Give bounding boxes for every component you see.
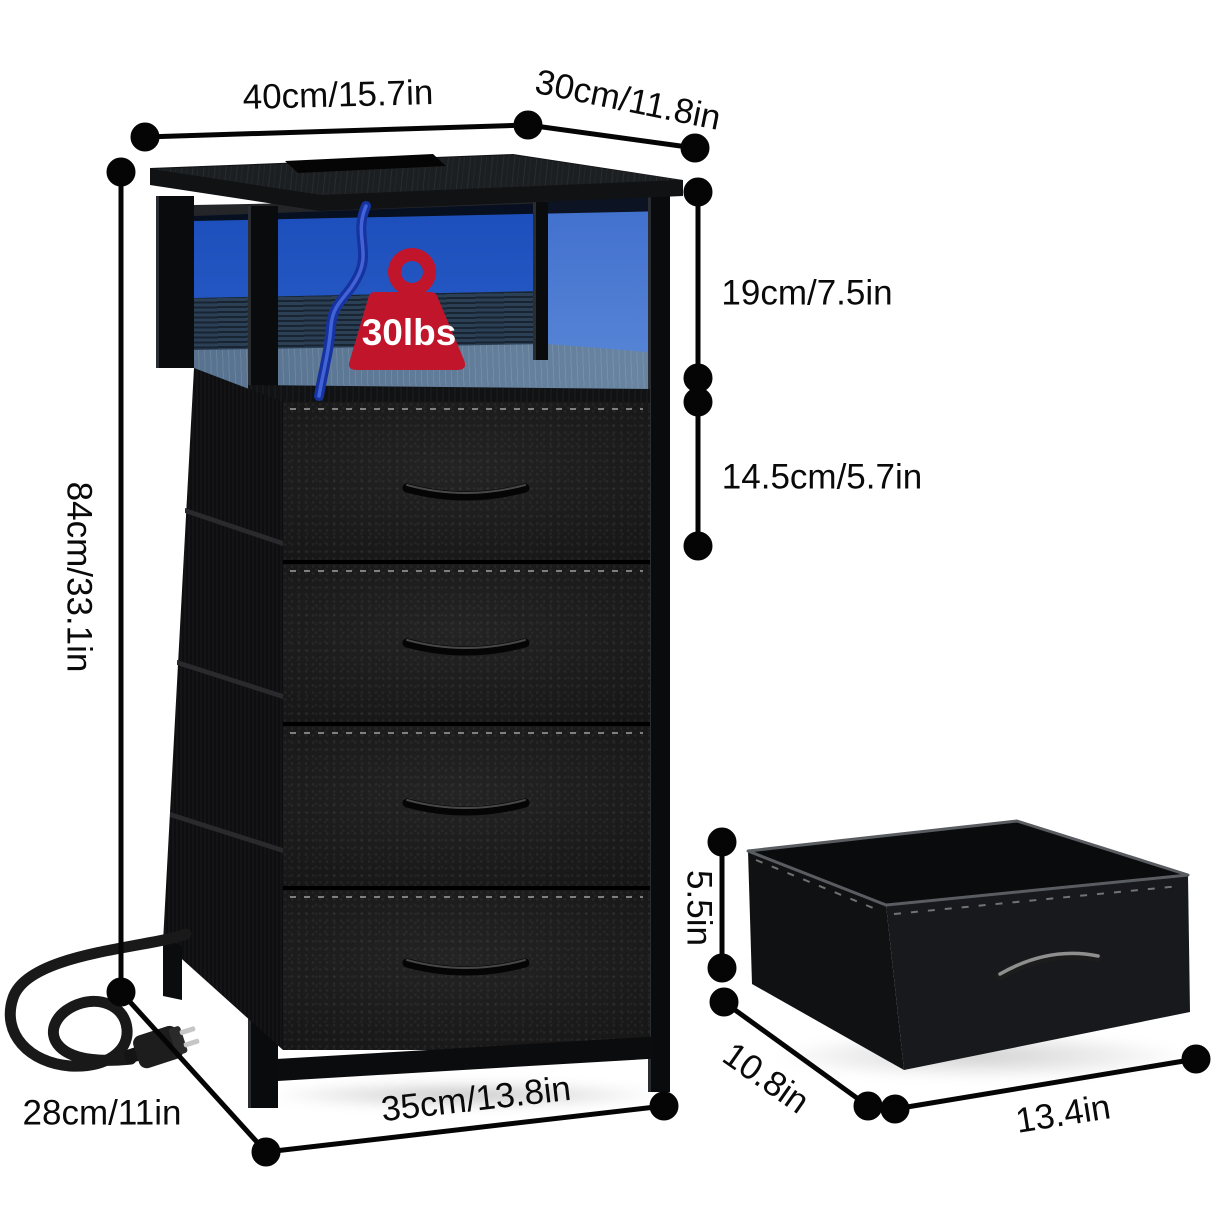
dimension-line-shelf-height — [683, 177, 713, 393]
dimension-line-top-width — [130, 110, 543, 152]
dimension-label-base-depth: 28cm/11in — [22, 1093, 182, 1133]
dimension-label-drawer-height: 14.5cm/5.7in — [721, 457, 923, 497]
weight-capacity-icon: 30lbs — [348, 248, 466, 370]
dimension-line-base-depth — [119, 990, 281, 1167]
frame-post-back-right — [533, 202, 548, 360]
box-stitching — [755, 859, 1181, 915]
dimension-line-total-height — [106, 157, 136, 1007]
dimension-lines — [106, 110, 1211, 1167]
weight-capacity-label: 30lbs — [362, 312, 457, 353]
dimension-line-base-width — [265, 1091, 679, 1155]
drawer-3 — [283, 726, 650, 886]
dimension-label-shelf-height: 19cm/7.5in — [721, 273, 893, 313]
dimension-line-top-depth — [527, 122, 710, 163]
dimension-label-box-height: 5.5in — [679, 870, 719, 946]
dresser-shadow — [265, 1080, 665, 1110]
drawer-handles — [402, 483, 530, 976]
dimension-line-drawer-height — [683, 387, 713, 561]
drawer-1 — [283, 402, 650, 560]
dimension-label-top-width: 40cm/15.7in — [242, 73, 434, 117]
dimension-label-total-height: 84cm/33.1in — [59, 481, 99, 673]
power-plug-icon — [123, 1025, 200, 1069]
storage-drawer-box — [746, 819, 1190, 1070]
dimension-line-box-height — [707, 827, 737, 983]
power-cord — [4, 928, 192, 1072]
box-handle — [995, 950, 1103, 981]
drawer-2 — [283, 564, 650, 722]
frame-post-back-left — [156, 196, 194, 368]
led-cable-icon — [314, 201, 371, 401]
frame-post-front-right — [648, 195, 670, 1092]
dimension-line-box-depth — [709, 987, 883, 1121]
dimension-line-box-width — [880, 1044, 1211, 1124]
